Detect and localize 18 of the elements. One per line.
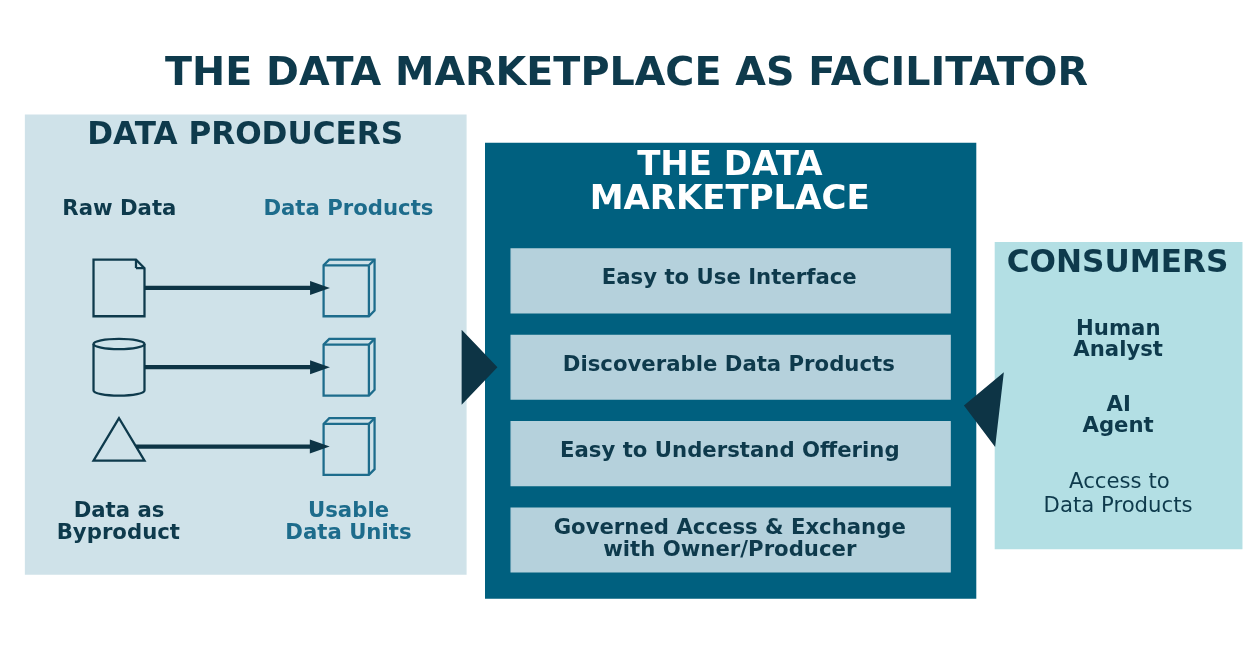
node-box: Easy to Understand Offering	[510, 420, 951, 486]
arrow	[963, 371, 1004, 447]
node-box: Governed Access & Exchange with Owner/Producer	[510, 506, 951, 573]
label: Access to Data Products	[1043, 467, 1193, 517]
node-antenna	[91, 415, 147, 462]
arrow	[144, 280, 330, 295]
label: Raw Data	[62, 194, 177, 220]
label: Usable Data Units	[285, 496, 412, 544]
node-box: Discoverable Data Products	[510, 334, 951, 400]
label: Data as Byproduct	[56, 496, 180, 544]
label: Data Products	[263, 194, 434, 220]
arrow	[461, 329, 498, 405]
arrow	[144, 359, 330, 374]
node-text: AI Agent	[1082, 390, 1154, 437]
diagram-title: THE DATA MARKETPLACE AS FACILITATOR	[165, 47, 1089, 94]
node-box: Easy to Use Interface	[510, 247, 951, 313]
arrow	[136, 439, 330, 453]
node-text: Human Analyst	[1073, 314, 1164, 361]
